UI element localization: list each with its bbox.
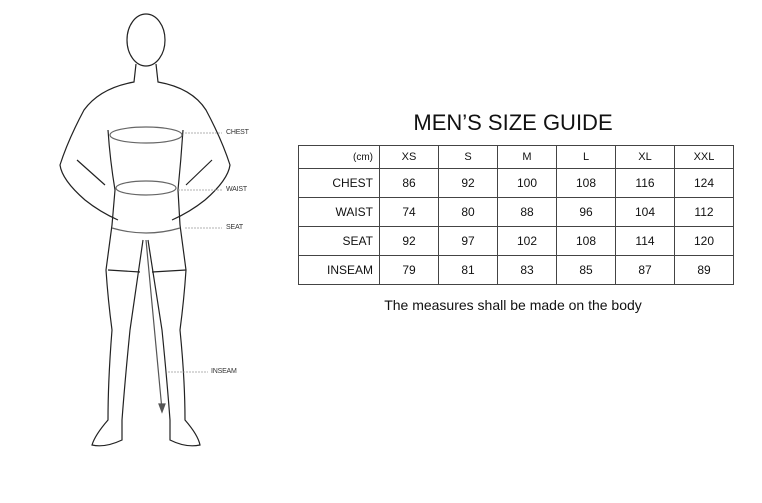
table-cell: 114 bbox=[615, 226, 675, 256]
unit-cell: (cm) bbox=[298, 145, 380, 169]
size-header: S bbox=[438, 145, 498, 169]
table-row: WAIST 74 80 88 96 104 112 bbox=[298, 197, 734, 227]
table-cell: 112 bbox=[674, 197, 734, 227]
table-cell: 81 bbox=[438, 255, 498, 285]
table-cell: 108 bbox=[556, 168, 616, 198]
inseam-label: INSEAM bbox=[211, 368, 237, 375]
table-cell: 124 bbox=[674, 168, 734, 198]
size-header: XS bbox=[379, 145, 439, 169]
seat-label: SEAT bbox=[226, 224, 243, 231]
size-header: XXL bbox=[674, 145, 734, 169]
chest-label: CHEST bbox=[226, 129, 249, 136]
table-cell: 83 bbox=[497, 255, 557, 285]
table-cell: 74 bbox=[379, 197, 439, 227]
table-cell: 88 bbox=[497, 197, 557, 227]
size-header: M bbox=[497, 145, 557, 169]
page-title: MEN’S SIZE GUIDE bbox=[413, 110, 613, 135]
table-row: CHEST 86 92 100 108 116 124 bbox=[298, 168, 734, 198]
man-outline-illustration bbox=[59, 13, 231, 447]
size-header: L bbox=[556, 145, 616, 169]
size-header: XL bbox=[615, 145, 675, 169]
table-cell: 92 bbox=[379, 226, 439, 256]
table-cell: 97 bbox=[438, 226, 498, 256]
table-cell: 96 bbox=[556, 197, 616, 227]
row-label: INSEAM bbox=[298, 255, 380, 285]
table-cell: 116 bbox=[615, 168, 675, 198]
table-cell: 87 bbox=[615, 255, 675, 285]
table-cell: 79 bbox=[379, 255, 439, 285]
table-cell: 104 bbox=[615, 197, 675, 227]
waist-label: WAIST bbox=[226, 186, 247, 193]
table-cell: 102 bbox=[497, 226, 557, 256]
measurement-note: The measures shall be made on the body bbox=[384, 297, 642, 313]
table-row: INSEAM 79 81 83 85 87 89 bbox=[298, 255, 734, 285]
table-header-row: (cm) XS S M L XL XXL bbox=[298, 145, 734, 169]
body-measurement-figure: CHEST WAIST SEAT INSEAM bbox=[0, 0, 290, 498]
table-cell: 89 bbox=[674, 255, 734, 285]
table-cell: 80 bbox=[438, 197, 498, 227]
table-cell: 85 bbox=[556, 255, 616, 285]
table-cell: 108 bbox=[556, 226, 616, 256]
row-label: CHEST bbox=[298, 168, 380, 198]
row-label: SEAT bbox=[298, 226, 380, 256]
table-cell: 100 bbox=[497, 168, 557, 198]
row-label: WAIST bbox=[298, 197, 380, 227]
table-cell: 92 bbox=[438, 168, 498, 198]
table-cell: 120 bbox=[674, 226, 734, 256]
size-table: (cm) XS S M L XL XXL CHEST 86 92 100 108… bbox=[298, 145, 734, 285]
table-row: SEAT 92 97 102 108 114 120 bbox=[298, 226, 734, 256]
table-cell: 86 bbox=[379, 168, 439, 198]
